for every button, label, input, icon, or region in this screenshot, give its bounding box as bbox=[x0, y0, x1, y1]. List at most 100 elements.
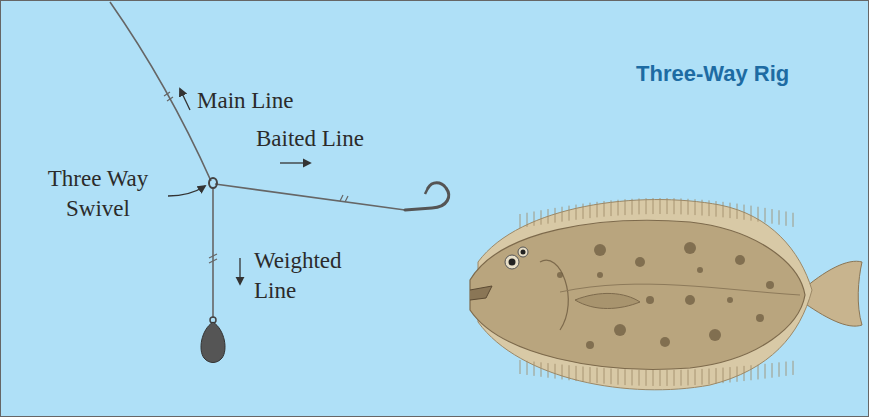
lateral-line bbox=[560, 284, 800, 295]
fin-ray bbox=[597, 368, 598, 384]
part-label: Weighted Line bbox=[254, 246, 364, 306]
fin-ray bbox=[786, 211, 787, 225]
fin-ray bbox=[716, 368, 717, 384]
fin-ray bbox=[730, 367, 731, 382]
fin-ray bbox=[681, 198, 682, 214]
fish-spot bbox=[646, 296, 654, 304]
title: Three-Way Rig bbox=[636, 61, 789, 87]
part-label: Baited Line bbox=[256, 124, 364, 154]
fin-ray bbox=[520, 214, 521, 228]
line-break-mark bbox=[209, 254, 217, 263]
fin-ray bbox=[779, 362, 780, 376]
fish-spot bbox=[557, 272, 563, 278]
fish-spot bbox=[594, 244, 606, 256]
fin-ray bbox=[772, 209, 773, 224]
fin-ray bbox=[737, 366, 738, 381]
fin-ray bbox=[611, 200, 612, 216]
fish-mouth bbox=[470, 286, 492, 300]
line-break-mark bbox=[164, 92, 173, 101]
fin-ray bbox=[632, 199, 633, 215]
fish-spot bbox=[727, 297, 733, 303]
fish-pupil bbox=[509, 259, 516, 266]
part-label: Three Way Swivel bbox=[28, 164, 168, 224]
direction-arrow bbox=[180, 89, 190, 110]
fin-ray bbox=[562, 365, 563, 380]
fin-ray bbox=[779, 210, 780, 224]
fin-ray bbox=[639, 370, 640, 386]
direction-arrow bbox=[280, 162, 310, 163]
fin-ray bbox=[527, 361, 528, 375]
fin-ray bbox=[758, 207, 759, 222]
fin-ray bbox=[646, 370, 647, 386]
fin-ray bbox=[653, 198, 654, 214]
direction-arrow bbox=[239, 258, 240, 284]
leader-arrow bbox=[168, 186, 205, 196]
fin-ray bbox=[660, 198, 661, 214]
fin-ray bbox=[793, 361, 794, 375]
main-line bbox=[110, 2, 211, 181]
fin-ray bbox=[744, 366, 745, 381]
fin-ray bbox=[604, 201, 605, 217]
three-way-swivel bbox=[209, 178, 217, 188]
pectoral-fin bbox=[575, 293, 640, 308]
fin-ray bbox=[527, 213, 528, 227]
fin-ray bbox=[681, 370, 682, 386]
fin-ray bbox=[702, 200, 703, 216]
fin-ray bbox=[765, 208, 766, 223]
fin-ray bbox=[583, 204, 584, 219]
fin-ray bbox=[541, 210, 542, 224]
fin-ray bbox=[639, 198, 640, 214]
fish-body bbox=[470, 220, 805, 369]
fin-ray bbox=[660, 370, 661, 386]
fin-ray bbox=[709, 200, 710, 216]
fin-ray bbox=[702, 369, 703, 385]
fin-ray bbox=[576, 205, 577, 220]
fin-ray bbox=[590, 203, 591, 218]
fin-ray bbox=[758, 365, 759, 380]
fin-ray bbox=[646, 198, 647, 214]
fin-ray bbox=[765, 364, 766, 379]
hook bbox=[405, 183, 449, 210]
fin-ray bbox=[723, 202, 724, 218]
fin-ray bbox=[716, 201, 717, 217]
fish-spot bbox=[614, 324, 626, 336]
fin-ray bbox=[723, 368, 724, 384]
fin-ray bbox=[744, 205, 745, 220]
fin-ray bbox=[604, 368, 605, 384]
fin-ray bbox=[674, 198, 675, 214]
part-label: Main Line bbox=[197, 86, 293, 116]
fish-pupil bbox=[521, 250, 526, 255]
fin-ray bbox=[632, 370, 633, 386]
fish-spot bbox=[766, 281, 774, 289]
fin-ray bbox=[520, 360, 521, 374]
fish-spot bbox=[709, 329, 721, 341]
fish-eye bbox=[505, 255, 519, 269]
fin-ray bbox=[709, 369, 710, 385]
line-break-mark bbox=[340, 195, 348, 202]
fin-ray bbox=[751, 206, 752, 221]
fish-spot bbox=[697, 267, 703, 273]
fin-ray bbox=[653, 370, 654, 386]
fish-spot bbox=[756, 314, 764, 322]
fish-spot bbox=[635, 257, 645, 267]
fin-ray bbox=[625, 369, 626, 385]
gill-cover bbox=[540, 260, 568, 330]
fish-spot bbox=[735, 255, 745, 265]
fin-ray bbox=[569, 206, 570, 221]
fin-ray bbox=[772, 363, 773, 378]
fin-ray bbox=[793, 213, 794, 227]
baited-line bbox=[215, 184, 405, 210]
fin-ray bbox=[695, 199, 696, 215]
fin-ray bbox=[569, 365, 570, 380]
fish-spot bbox=[597, 272, 603, 278]
weighted-line bbox=[212, 187, 214, 318]
fin-ray bbox=[730, 203, 731, 218]
flounder-illustration bbox=[470, 198, 862, 390]
fin-ray bbox=[597, 202, 598, 218]
fin-ray bbox=[674, 370, 675, 386]
fish-spot bbox=[684, 242, 696, 254]
fin-ray bbox=[695, 369, 696, 385]
fin-ray bbox=[786, 362, 787, 376]
